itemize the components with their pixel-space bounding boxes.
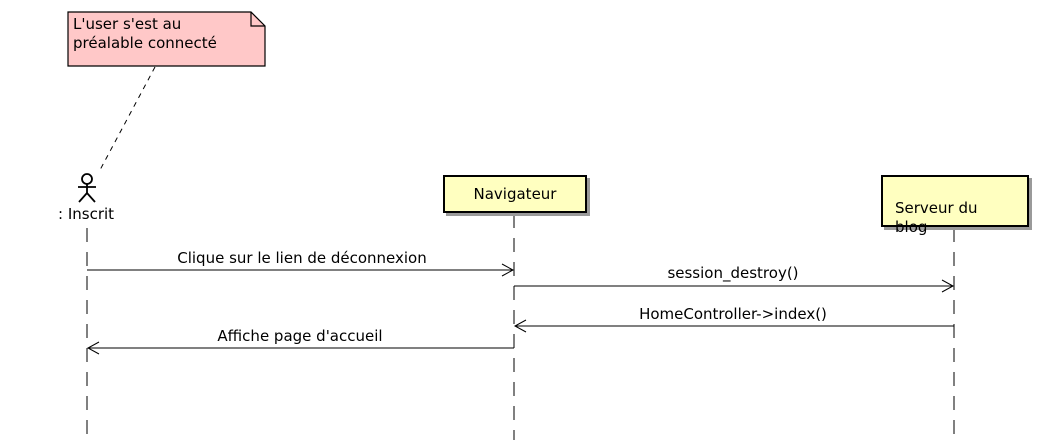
message-label-3: HomeController->index(): [639, 305, 827, 323]
lifeline-box-serveur: Serveur du blog: [881, 175, 1029, 236]
lifeline-label-navigateur: Navigateur: [473, 185, 557, 203]
note-anchor: [99, 66, 156, 171]
arrowhead-4: [86, 341, 100, 355]
lifeline-box-navigateur: Navigateur: [443, 175, 587, 213]
actor-icon: [78, 173, 96, 203]
lifeline-label-serveur: Serveur du blog: [895, 199, 978, 236]
note-text: L'user s'est au préalable connecté: [73, 15, 217, 52]
message-label-4: Affiche page d'accueil: [217, 327, 383, 345]
actor-label: : Inscrit: [58, 205, 115, 223]
message-label-2: session_destroy(): [667, 264, 799, 282]
message-label-1: Clique sur le lien de déconnexion: [177, 249, 427, 267]
arrowhead-2: [941, 279, 955, 293]
note-shape: [67, 11, 266, 67]
arrowhead-1: [501, 263, 515, 277]
note-fold: [250, 12, 265, 27]
arrowhead-3: [513, 319, 527, 333]
